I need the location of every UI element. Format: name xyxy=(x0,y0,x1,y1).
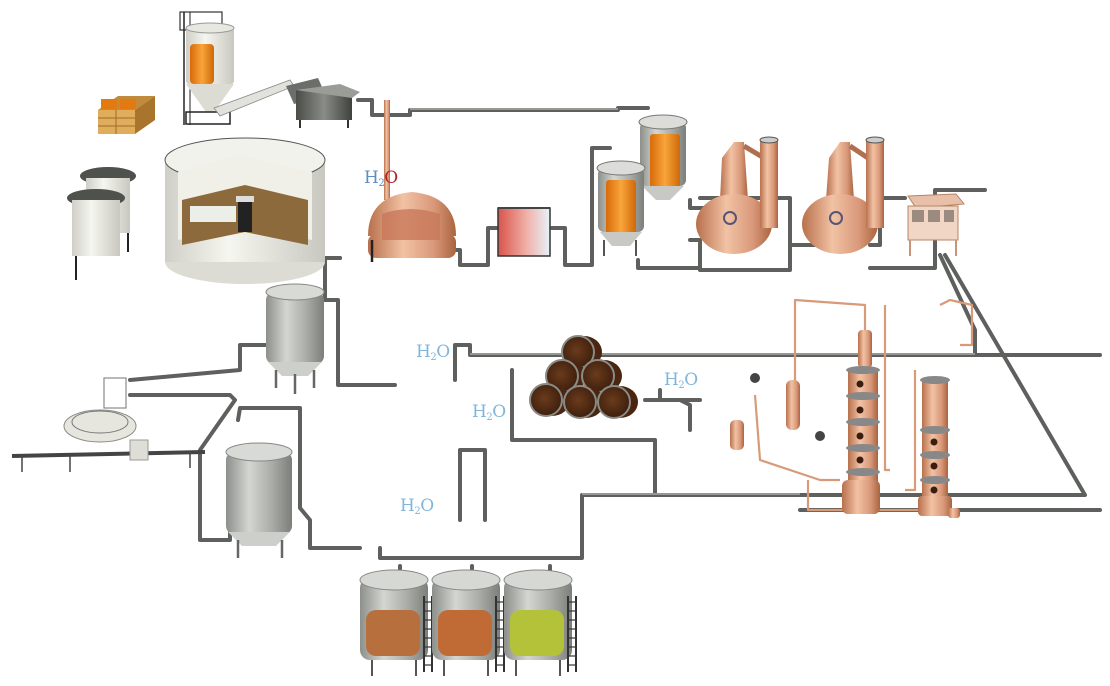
steel-tank-1 xyxy=(265,283,325,394)
barrel xyxy=(529,383,570,417)
barrel xyxy=(563,385,604,419)
water-label-condenser-2: H2O xyxy=(400,496,434,517)
water-label-mash-tun: H2O xyxy=(364,168,398,189)
grain-silo xyxy=(179,11,295,125)
pot-still-2 xyxy=(802,136,885,254)
fermenters xyxy=(596,114,688,256)
column-stills xyxy=(730,298,974,518)
barrel xyxy=(597,385,638,419)
malting-tank xyxy=(164,137,326,284)
storage-silos xyxy=(67,167,136,280)
blending-vat xyxy=(431,569,505,676)
barrel xyxy=(581,359,622,393)
spirit-safe xyxy=(907,193,965,256)
pipe-network xyxy=(128,98,1102,574)
blending-vat xyxy=(359,569,433,676)
blending-vat xyxy=(503,569,577,676)
grain-crates xyxy=(98,96,155,134)
pot-still-1 xyxy=(696,136,779,254)
grain-mill xyxy=(286,78,360,128)
barrels xyxy=(529,335,638,419)
water-label-condenser-1: H2O xyxy=(416,342,450,363)
blending-vats xyxy=(359,569,577,676)
mash-tun xyxy=(368,100,456,262)
heat-exchanger xyxy=(497,207,551,257)
bottling-line xyxy=(11,377,206,472)
steel-tank-2 xyxy=(225,442,293,558)
water-label-barrel-inlet: H2O xyxy=(472,402,506,423)
water-label-barrel-outlet: H2O xyxy=(664,370,698,391)
